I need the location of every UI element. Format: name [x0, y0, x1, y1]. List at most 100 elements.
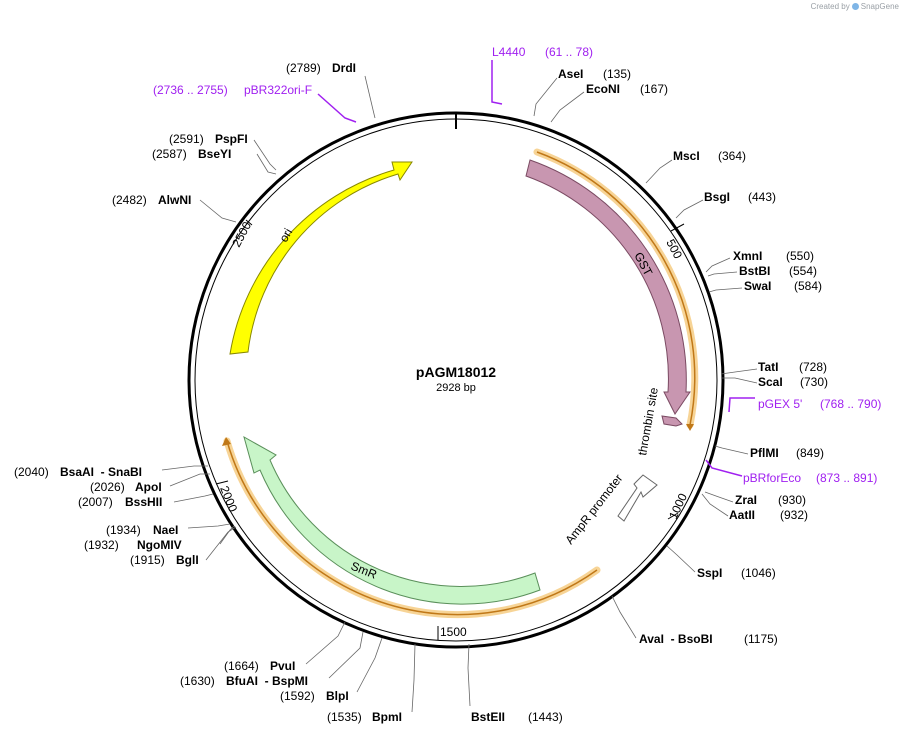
- coverage-line-2: [226, 440, 598, 616]
- enzyme-scaI-pos: (730): [800, 375, 828, 389]
- enzyme-mscI-pos: (364): [718, 149, 746, 163]
- enzyme-bsteII[interactable]: BstEII: [471, 710, 505, 724]
- enzyme-pspfI-pos: (2591): [169, 132, 204, 146]
- enzyme-xmnI[interactable]: XmnI: [733, 249, 762, 263]
- enzyme-labels: AseI (135) EcoNI (167) MscI (364) BsgI (…: [14, 61, 828, 724]
- enzyme-swaI[interactable]: SwaI: [744, 279, 771, 293]
- backbone-inner-ring: [194, 118, 718, 642]
- enzyme-drdI[interactable]: DrdI: [332, 61, 356, 75]
- enzyme-blpI-pos: (1592): [280, 689, 315, 703]
- feature-gst[interactable]: [525, 159, 691, 415]
- enzyme-avaI-bsobI[interactable]: AvaI - BsoBI: [639, 632, 713, 646]
- snapgene-credit: Created by SnapGene: [811, 2, 899, 11]
- enzyme-alwnI-pos: (2482): [112, 193, 147, 207]
- enzyme-naeI-pos: (1934): [106, 523, 141, 537]
- enzyme-ngomiv[interactable]: NgoMIV: [137, 538, 182, 552]
- enzyme-bfuaI-bspmI[interactable]: BfuAI - BspMI: [226, 674, 308, 688]
- enzyme-pflmI[interactable]: PflMI: [750, 446, 779, 460]
- coverage-line-1: [536, 151, 696, 426]
- primer-pbr322ori-f-name: pBR322ori-F: [244, 83, 312, 97]
- tick-label-1500: 1500: [440, 625, 467, 639]
- primer-l4440[interactable]: L4440 (61 .. 78): [491, 45, 593, 105]
- enzyme-bsshII[interactable]: BssHII: [125, 495, 162, 509]
- tick-2000: [215, 480, 229, 485]
- enzyme-sspI-pos: (1046): [741, 566, 776, 580]
- feature-ori[interactable]: [229, 161, 413, 355]
- enzyme-blpI[interactable]: BlpI: [326, 689, 349, 703]
- enzyme-bpmI[interactable]: BpmI: [372, 710, 402, 724]
- tick-500: [670, 223, 685, 232]
- credit-prefix: Created by: [810, 2, 850, 11]
- enzyme-bstbI-pos: (554): [789, 264, 817, 278]
- enzyme-bstbI[interactable]: BstBI: [739, 264, 770, 278]
- enzyme-bglI[interactable]: BglI: [176, 553, 199, 567]
- coverage-arrow-2: [222, 437, 231, 446]
- enzyme-ngomiv-pos: (1932): [84, 538, 119, 552]
- feature-ampr-promoter[interactable]: [617, 474, 658, 522]
- enzyme-apoI-pos: (2026): [90, 480, 125, 494]
- backbone-outer-ring: [187, 111, 725, 649]
- feature-ori-label: ori: [276, 226, 295, 245]
- enzyme-apoI[interactable]: ApoI: [135, 480, 162, 494]
- feature-ampr-label: AmpR promoter: [562, 471, 625, 546]
- enzyme-aseI[interactable]: AseI: [558, 67, 583, 81]
- credit-brand: SnapGene: [860, 2, 899, 11]
- primer-l4440-range: (61 .. 78): [545, 45, 593, 59]
- enzyme-naeI[interactable]: NaeI: [153, 523, 178, 537]
- enzyme-bseyI[interactable]: BseYI: [198, 147, 231, 161]
- primer-l4440-name: L4440: [492, 45, 526, 59]
- primer-pbr322ori-f-range: (2736 .. 2755): [153, 83, 228, 97]
- enzyme-scaI[interactable]: ScaI: [758, 375, 783, 389]
- enzyme-leader-lines: [161, 75, 758, 713]
- feature-smr[interactable]: [243, 435, 541, 605]
- enzyme-bsaaI-snabI-pos: (2040): [14, 465, 49, 479]
- enzyme-bseyI-pos: (2587): [152, 147, 187, 161]
- enzyme-zraI-pos: (930): [778, 493, 806, 507]
- primer-pgex5-range: (768 .. 790): [820, 397, 881, 411]
- enzyme-bsgI-pos: (443): [748, 190, 776, 204]
- enzyme-bpmI-pos: (1535): [327, 710, 362, 724]
- enzyme-pvuI[interactable]: PvuI: [270, 659, 295, 673]
- tick-1000: [667, 512, 679, 520]
- primer-pbrforeco-range: (873 .. 891): [816, 471, 877, 485]
- enzyme-pvuI-pos: (1664): [224, 659, 259, 673]
- enzyme-sspI[interactable]: SspI: [697, 566, 722, 580]
- enzyme-pspfI[interactable]: PspFI: [215, 132, 248, 146]
- enzyme-aatII[interactable]: AatII: [729, 508, 755, 522]
- plasmid-name: pAGM18012: [416, 364, 496, 380]
- enzyme-bsgI[interactable]: BsgI: [704, 190, 730, 204]
- enzyme-tatI[interactable]: TatI: [758, 360, 778, 374]
- enzyme-bfuaI-bspmI-pos: (1630): [180, 674, 215, 688]
- feature-thrombin-label: thrombin site: [635, 386, 661, 456]
- enzyme-aatII-pos: (932): [780, 508, 808, 522]
- enzyme-mscI[interactable]: MscI: [673, 149, 700, 163]
- enzyme-tatI-pos: (728): [799, 360, 827, 374]
- enzyme-aseI-pos: (135): [603, 67, 631, 81]
- tick-marks: [215, 219, 685, 640]
- enzyme-econI[interactable]: EcoNI: [586, 82, 620, 96]
- enzyme-econI-pos: (167): [640, 82, 668, 96]
- tick-label-2000: 2000: [217, 484, 240, 514]
- primer-pbr322ori-f[interactable]: (2736 .. 2755) pBR322ori-F: [153, 83, 357, 123]
- enzyme-swaI-pos: (584): [794, 279, 822, 293]
- enzyme-bglI-pos: (1915): [130, 553, 165, 567]
- plasmid-length: 2928 bp: [436, 382, 476, 394]
- feature-thrombin-site[interactable]: [661, 415, 683, 427]
- coverage-arrow-1: [686, 424, 694, 431]
- primer-pbrforeco[interactable]: pBRforEco (873 .. 891): [705, 459, 877, 485]
- enzyme-zraI[interactable]: ZraI: [735, 493, 757, 507]
- snapgene-logo-icon: [851, 3, 859, 11]
- primer-pbrforeco-name: pBRforEco: [743, 471, 801, 485]
- enzyme-bsaaI-snabI[interactable]: BsaAI - SnaBI: [60, 465, 142, 479]
- enzyme-drdI-pos: (2789): [286, 61, 321, 75]
- enzyme-xmnI-pos: (550): [786, 249, 814, 263]
- enzyme-avaI-bsobI-pos: (1175): [744, 632, 778, 646]
- primer-pgex5-name: pGEX 5': [758, 397, 802, 411]
- tick-2500: [245, 219, 253, 226]
- primer-pgex5[interactable]: pGEX 5' (768 .. 790): [728, 397, 881, 413]
- enzyme-alwnI[interactable]: AlwNI: [158, 193, 191, 207]
- enzyme-pflmI-pos: (849): [796, 446, 824, 460]
- enzyme-bsshII-pos: (2007): [78, 495, 113, 509]
- enzyme-bsteII-pos: (1443): [528, 710, 563, 724]
